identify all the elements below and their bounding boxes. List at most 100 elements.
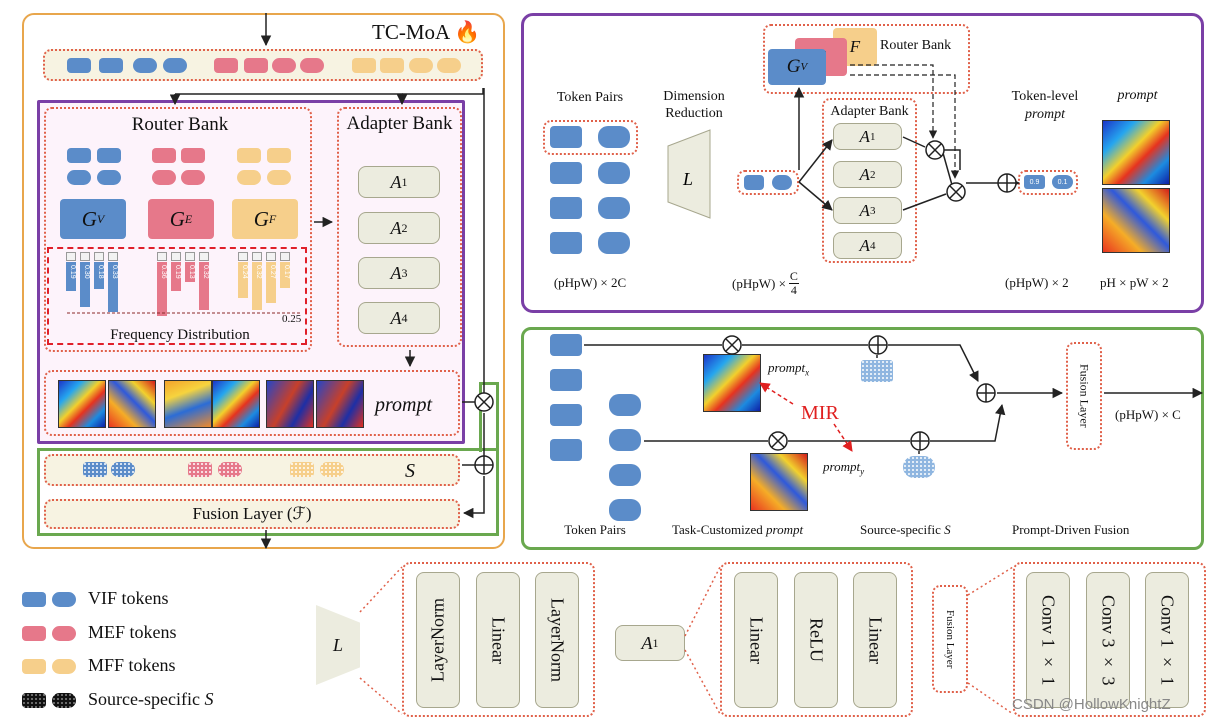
mef-token	[244, 58, 268, 73]
token	[550, 439, 582, 461]
freq-bar-value: 0.18	[97, 265, 104, 279]
freq-bar-value: 0.36	[160, 265, 167, 279]
mff-token	[267, 170, 291, 185]
router-bank-detail	[763, 24, 970, 94]
prompt-x-label: promptx	[768, 360, 810, 378]
label-prompt-driven-fusion: Prompt-Driven Fusion	[1012, 522, 1130, 537]
legend-mef-square	[22, 626, 46, 641]
token	[609, 499, 641, 521]
token	[609, 429, 641, 451]
mff-token	[380, 58, 404, 73]
freq-bar-value: 0.19	[174, 265, 181, 279]
frequency-distribution-box	[47, 247, 307, 345]
bar-cap	[171, 252, 181, 261]
router-bank-label: Router Bank	[131, 114, 229, 135]
tc-moa-title: TC-MoA 🔥	[372, 20, 481, 44]
token	[550, 197, 582, 219]
fusion-block	[37, 448, 499, 536]
source-symbol: S	[405, 460, 415, 482]
bar-cap	[66, 252, 76, 261]
prompt-detail-label: prompt	[1117, 88, 1158, 103]
mff-token	[237, 170, 261, 185]
vif-token	[163, 58, 187, 73]
legend-source-label: Source-specific S	[88, 689, 214, 709]
dim-prompt: pH × pW × 2	[1100, 275, 1169, 290]
freq-bar-value: 0.32	[202, 265, 209, 279]
vif-token	[67, 58, 91, 73]
fusion-layer-0: Conv 1 × 1	[1026, 572, 1070, 708]
prompt-map-1	[1102, 120, 1170, 185]
freq-bar-value: 0.30	[83, 265, 90, 279]
bar-cap	[199, 252, 209, 261]
source-token	[188, 462, 212, 477]
router-bank-box	[44, 107, 312, 352]
legend-mff-label: MFF tokens	[88, 655, 176, 675]
vif-token	[97, 170, 121, 185]
L-detail-box	[402, 562, 595, 717]
mff-token	[437, 58, 461, 73]
bar-cap	[80, 252, 90, 261]
freq-bar-value: 0.32	[255, 265, 262, 279]
router-bank-detail-label: Router Bank	[880, 38, 952, 53]
prompt-heatmap	[212, 380, 260, 428]
fusion-layer-bottom: Fusion Layer	[932, 585, 968, 693]
reduced-token	[737, 170, 799, 195]
freq-bar: 0.13	[185, 262, 195, 282]
adapter-bank-label: Adapter Bank	[346, 113, 453, 134]
prompt-heatmap	[58, 380, 106, 428]
freq-bar-value: 0.24	[241, 265, 248, 279]
freq-bar: 0.24	[238, 262, 248, 298]
freq-bar-value: 0.17	[283, 265, 290, 279]
mef-token	[272, 58, 296, 73]
freq-bar-value: 0.19	[69, 265, 76, 279]
token	[598, 126, 630, 148]
vif-token	[67, 170, 91, 185]
fusion-layer-1: Conv 3 × 3	[1086, 572, 1130, 708]
freq-bar: 0.18	[94, 262, 104, 289]
fusion-detail-box	[1013, 562, 1206, 717]
freq-bar: 0.19	[66, 262, 76, 291]
mef-token	[152, 148, 176, 163]
prompt-heatmap	[164, 380, 212, 428]
legend-mef-round	[52, 626, 76, 641]
operators	[474, 140, 1017, 475]
prompt-heatmap	[266, 380, 314, 428]
freq-threshold: 0.25	[282, 313, 302, 325]
prompt-label: prompt	[375, 394, 433, 416]
freq-bar: 0.32	[199, 262, 209, 310]
freq-bar-value: 0.13	[188, 265, 195, 279]
watermark: CSDN @HollowKnightZ	[1012, 696, 1171, 713]
adapter-bank-box	[337, 107, 462, 347]
mff-token	[267, 148, 291, 163]
freq-bar: 0.30	[80, 262, 90, 307]
vif-token	[99, 58, 123, 73]
mff-token	[409, 58, 433, 73]
fusion-block-riser	[479, 382, 499, 452]
tcmoa-detail-panel	[521, 13, 1204, 313]
bar-cap	[238, 252, 248, 261]
token	[598, 232, 630, 254]
freq-bar: 0.32	[252, 262, 262, 310]
prompt-heatmap	[108, 380, 156, 428]
legend-vif-square	[22, 592, 46, 607]
adapter-bank-detail-label: Adapter Bank	[830, 104, 909, 119]
bar-cap	[108, 252, 118, 261]
dim-token-prompt: (pHpW) × 2	[1005, 275, 1069, 290]
freq-bar: 0.36	[157, 262, 167, 316]
prompt-y-map	[750, 453, 808, 511]
A1-layer-1: ReLU	[794, 572, 838, 708]
token	[609, 394, 641, 416]
vif-token	[133, 58, 157, 73]
prompt-value-0: 0.9	[1024, 175, 1045, 189]
freq-bar: 0.27	[266, 262, 276, 303]
bar-cap	[266, 252, 276, 261]
label-token-pairs: Token Pairs	[564, 522, 626, 537]
